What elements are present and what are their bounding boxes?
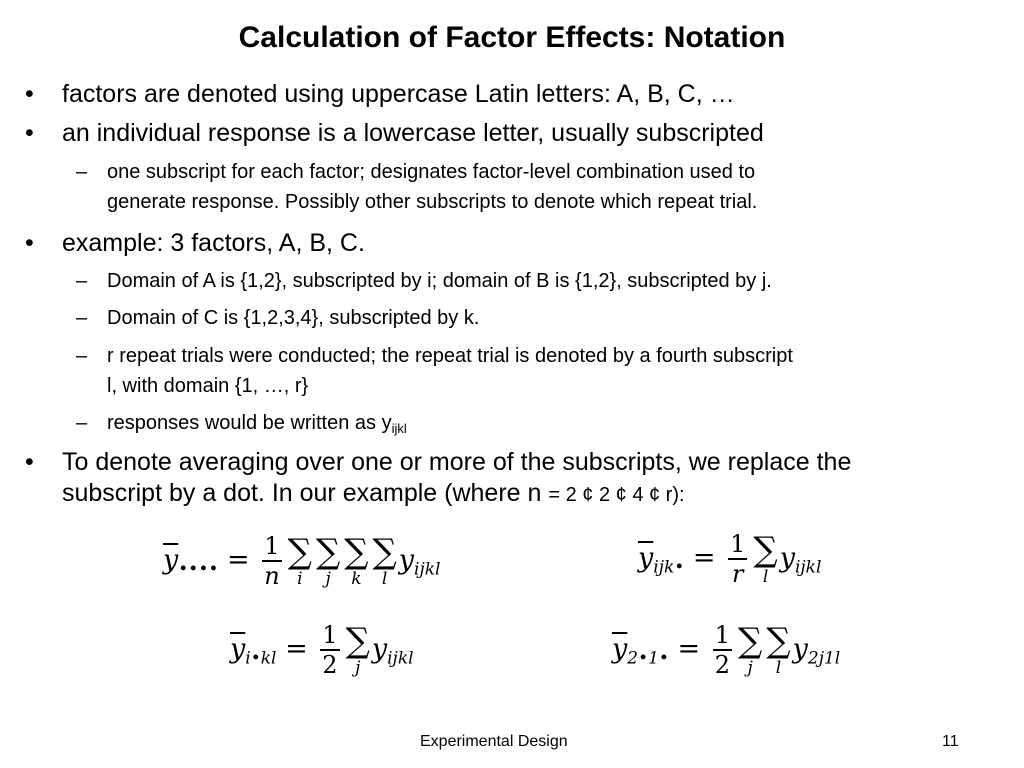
sum-index: j <box>747 658 753 678</box>
sub-bullet-text: Domain of C is {1,2,3,4}, subscripted by… <box>107 307 480 329</box>
footer-title: Experimental Design <box>420 733 568 750</box>
eq-lhs-subscript: 2•1• <box>627 648 669 669</box>
sigma-icon: ∑ <box>315 532 341 572</box>
sub-bullet-dash: – <box>76 270 88 292</box>
bullet-text-line1: To denote averaging over one or more of … <box>62 448 852 476</box>
eq-denominator: 2 <box>714 651 731 679</box>
sub-bullet-dash: – <box>76 412 88 434</box>
bullet-item: • To denote averaging over one or more o… <box>25 447 985 511</box>
sigma-icon: ∑ <box>738 621 763 661</box>
bullet-text: example: 3 factors, A, B, C. <box>62 229 365 257</box>
eq-rhs-var: y <box>779 542 795 574</box>
eq-lhs-var: y <box>612 633 628 665</box>
eq-numerator: 1 <box>320 621 340 651</box>
response-subscript: ijkl <box>391 421 407 436</box>
sigma-icon: ∑ <box>753 530 778 570</box>
eq-lhs-subscript: ijk• <box>653 557 685 578</box>
eq-sum: ∑l <box>373 534 397 588</box>
eq-sum: ∑j <box>316 534 340 588</box>
eq-lhs-subscript: i•kl <box>245 648 277 669</box>
sigma-icon: ∑ <box>345 621 370 661</box>
sub-bullet-item: – Domain of A is {1,2}, subscripted by i… <box>76 266 986 296</box>
sum-index: j <box>325 569 331 589</box>
sigma-icon: ∑ <box>344 532 369 572</box>
eq-denominator: r <box>732 560 744 588</box>
bullet-dot: • <box>25 119 34 147</box>
bullet-dot: • <box>25 229 34 257</box>
eq-rhs-subscript: ijkl <box>794 557 822 578</box>
eq-lhs-var: y <box>163 544 179 576</box>
bullet-text: factors are denoted using uppercase Lati… <box>62 80 735 108</box>
bullet-text: an individual response is a lowercase le… <box>62 119 764 147</box>
sigma-icon: ∑ <box>372 532 397 572</box>
sub-bullet-dash: – <box>76 307 88 329</box>
sub-bullet-text-line2: l, with domain {1, …, r} <box>107 375 309 397</box>
sum-index: l <box>775 658 782 678</box>
sub-bullet-text-line2: generate response. Possibly other subscr… <box>107 191 758 213</box>
sigma-icon: ∑ <box>287 532 312 572</box>
slide-title: Calculation of Factor Effects: Notation <box>238 21 786 54</box>
bullet-item: • example: 3 factors, A, B, C. <box>25 228 985 259</box>
eq-rhs-subscript: ijkl <box>387 648 414 669</box>
bullet-text-line2-pre: subscript by a dot. In our example (wher… <box>62 479 549 507</box>
eq-rhs-subscript: 2j1l <box>807 648 841 669</box>
sigma-icon: ∑ <box>766 621 791 661</box>
eq-sum: ∑k <box>344 534 368 588</box>
sum-index: j <box>355 658 361 678</box>
eq-denominator: 2 <box>322 651 338 679</box>
page-number: 11 <box>942 733 959 750</box>
eq-sum: ∑i <box>288 534 312 588</box>
sub-bullet-item: – r repeat trials were conducted; the re… <box>76 341 986 401</box>
sub-bullet-item: – one subscript for each factor; designa… <box>76 157 986 217</box>
bullet-dot: • <box>25 80 34 108</box>
eq-rhs-var: y <box>398 544 415 576</box>
inline-formula: = 2 ¢ 2 ¢ 4 ¢ r): <box>548 484 685 506</box>
sub-bullet-text: responses would be written as yijkl <box>107 408 986 438</box>
eq-equals: = <box>692 542 716 574</box>
eq-sum: ∑j <box>346 623 370 677</box>
eq-numerator: 1 <box>262 532 282 562</box>
sub-bullet-text: Domain of A is {1,2}, subscripted by i; … <box>107 270 772 292</box>
eq-rhs-var: y <box>371 633 388 665</box>
sum-index: l <box>381 569 388 589</box>
sub-bullet-dash: – <box>76 161 88 183</box>
eq-sum: ∑l <box>753 532 777 586</box>
sum-index: i <box>297 569 303 589</box>
eq-equals: = <box>285 633 308 665</box>
eq-sum: ∑j <box>738 623 762 677</box>
eq-numerator: 1 <box>712 621 733 651</box>
sum-index: k <box>351 569 362 589</box>
eq-equals: = <box>226 544 250 576</box>
sub-bullet-item: – Domain of C is {1,2,3,4}, subscripted … <box>76 303 986 333</box>
sum-index: l <box>762 567 769 587</box>
eq-rhs-subscript: ijkl <box>414 559 441 580</box>
eq-lhs-subscript: •••• <box>178 559 219 580</box>
eq-rhs-var: y <box>792 633 808 665</box>
eq-sum: ∑l <box>766 623 790 677</box>
eq-denominator: n <box>264 562 280 590</box>
sub-bullet-item: – responses would be written as yijkl <box>76 408 986 438</box>
bullet-dot: • <box>25 448 34 476</box>
eq-equals: = <box>677 633 701 665</box>
sub-bullet-text-line1: r repeat trials were conducted; the repe… <box>107 345 793 367</box>
response-text: responses would be written as y <box>107 412 392 434</box>
bullet-item: • an individual response is a lowercase … <box>25 118 985 149</box>
eq-lhs-var: y <box>230 633 246 665</box>
eq-numerator: 1 <box>728 530 748 560</box>
bullet-item: • factors are denoted using uppercase La… <box>25 79 985 110</box>
eq-lhs-var: y <box>638 542 654 574</box>
bullet-text-line2: subscript by a dot. In our example (wher… <box>62 478 985 511</box>
sub-bullet-text-line1: one subscript for each factor; designate… <box>107 161 756 183</box>
sub-bullet-dash: – <box>76 345 88 367</box>
